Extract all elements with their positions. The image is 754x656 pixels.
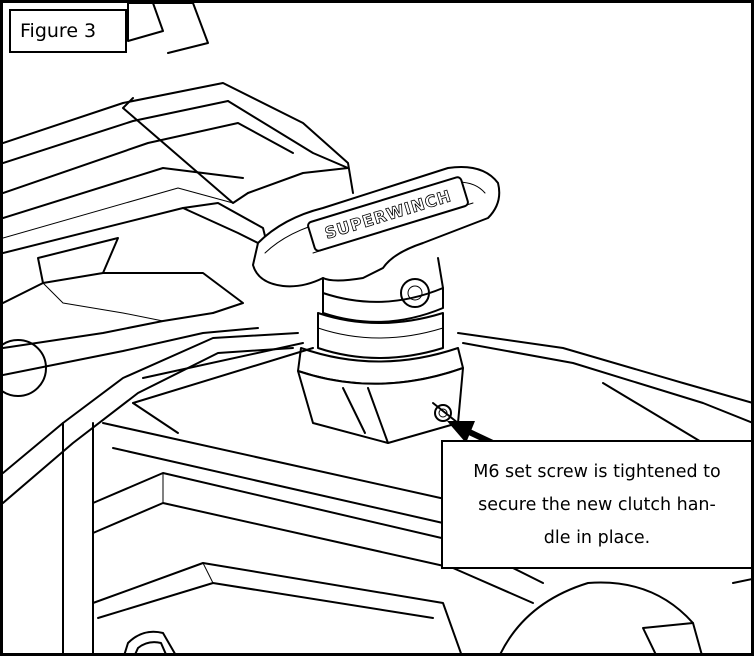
clutch-handle: SUPERWINCH xyxy=(252,166,501,323)
callout-line-1: M6 set screw is tightened to xyxy=(473,462,721,482)
handle-base xyxy=(297,312,464,444)
arrow-head xyxy=(447,421,475,443)
callout-line-3: dle in place. xyxy=(543,528,651,548)
upper-housing xyxy=(3,3,354,239)
callout-box: M6 set screw is tightened to secure the … xyxy=(441,440,751,569)
left-channel xyxy=(3,202,279,397)
callout-line-2: secure the new clutch han- xyxy=(478,495,716,515)
figure-label: Figure 3 xyxy=(9,9,127,53)
